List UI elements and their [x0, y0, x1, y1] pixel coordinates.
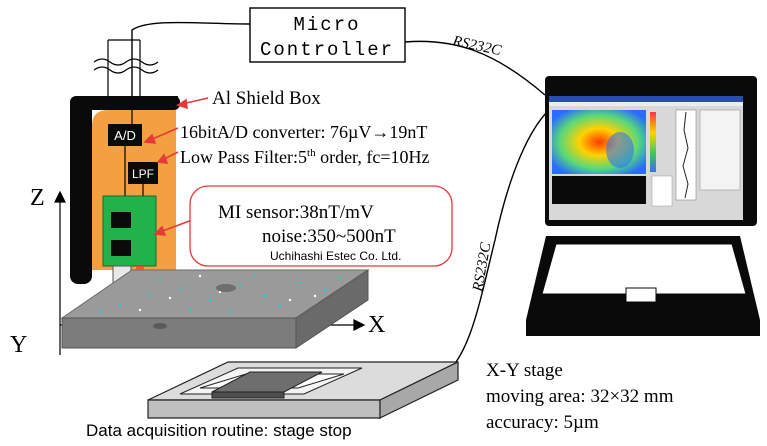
y-axis-label: Y — [10, 332, 27, 358]
slab-speckles — [98, 274, 342, 314]
mi-sensor-callout-box — [189, 185, 453, 267]
rs232c-side-label: RS232C — [470, 241, 495, 294]
laptop-keyboard — [541, 243, 747, 295]
adc-box-label: A/D — [114, 128, 136, 143]
lpf-spec-suffix: order, fc=10Hz — [316, 147, 430, 167]
sensor-chip-1 — [111, 212, 131, 228]
stage-base-front — [147, 399, 381, 419]
stage-moving-area: moving area: 32×32 mm — [486, 386, 674, 407]
specimen-slab — [60, 269, 370, 349]
al-shield-box: A/D LPF — [70, 96, 180, 297]
xy-stage — [147, 361, 459, 419]
laptop — [526, 76, 760, 336]
lpf-spec-prefix: Low Pass Filter:5 — [180, 147, 307, 167]
stage-carriage-front — [211, 391, 285, 399]
lpf-box-label: LPF — [132, 167, 154, 181]
stage-base-side — [379, 361, 459, 419]
break-mark-2 — [93, 66, 159, 74]
sensor-chip-2 — [111, 240, 131, 256]
micro-controller-box — [249, 7, 406, 63]
shield-black-top — [70, 96, 180, 110]
cable-controller-to-shield — [131, 21, 251, 96]
stage-accuracy: accuracy: 5µm — [486, 412, 599, 433]
laptop-touchpad — [625, 287, 657, 303]
screen-colorbar — [650, 112, 656, 172]
slab-feature-1 — [216, 284, 236, 292]
slab-side — [295, 269, 369, 349]
break-mark-1 — [93, 58, 159, 66]
x-axis-label: X — [368, 312, 385, 338]
screen-profile-trace — [682, 111, 689, 199]
caption: Data acquisition routine: stage stop — [86, 421, 352, 440]
cable-controller-to-pc — [404, 40, 546, 96]
z-axis-label: Z — [30, 185, 45, 211]
screen-black-panel — [552, 176, 646, 204]
cable-stage-to-pc — [439, 111, 548, 379]
mi-sensor-sensitivity: MI sensor:38nT/mV — [218, 202, 374, 223]
screen-menubar — [549, 102, 743, 106]
screen-controls — [699, 109, 741, 191]
x-axis-arrowhead — [353, 319, 366, 331]
callout-arrows — [143, 97, 209, 236]
slab-white-dots — [138, 274, 317, 312]
micro-controller-line2: Controller — [260, 39, 394, 61]
mi-sensor-noise: noise:350~500nT — [262, 226, 396, 247]
al-shield-box-label: Al Shield Box — [212, 88, 321, 109]
cable-bundle — [93, 39, 159, 96]
stage-title: X-Y stage — [486, 360, 563, 381]
lpf-box — [128, 162, 158, 184]
lpf-spec-sup: th — [307, 147, 316, 159]
adc-box — [108, 124, 142, 146]
micro-controller: Micro Controller — [249, 7, 406, 63]
shield-black-side — [70, 96, 92, 284]
slab-front — [61, 317, 297, 349]
screen-heatmap-blob — [606, 132, 634, 168]
mi-sensor-callout: MI sensor:38nT/mV noise:350~500nT Uchiha… — [189, 185, 453, 267]
screen-text-area — [651, 175, 673, 207]
adc-spec: 16bitA/D converter: 76µV→19nT — [180, 122, 427, 142]
z-axis-arrowhead — [54, 190, 66, 203]
slab-feature-2 — [153, 323, 167, 329]
screen-titlebar — [549, 96, 743, 102]
cables — [131, 21, 548, 379]
micro-controller-line1: Micro — [293, 14, 360, 36]
rs232c-top-label: RS232C — [450, 33, 503, 59]
lpf-spec: Low Pass Filter:5th order, fc=10Hz — [180, 147, 429, 167]
mi-sensor-maker: Uchihashi Estec Co. Ltd. — [270, 249, 401, 263]
laptop-front-edge — [526, 320, 760, 336]
